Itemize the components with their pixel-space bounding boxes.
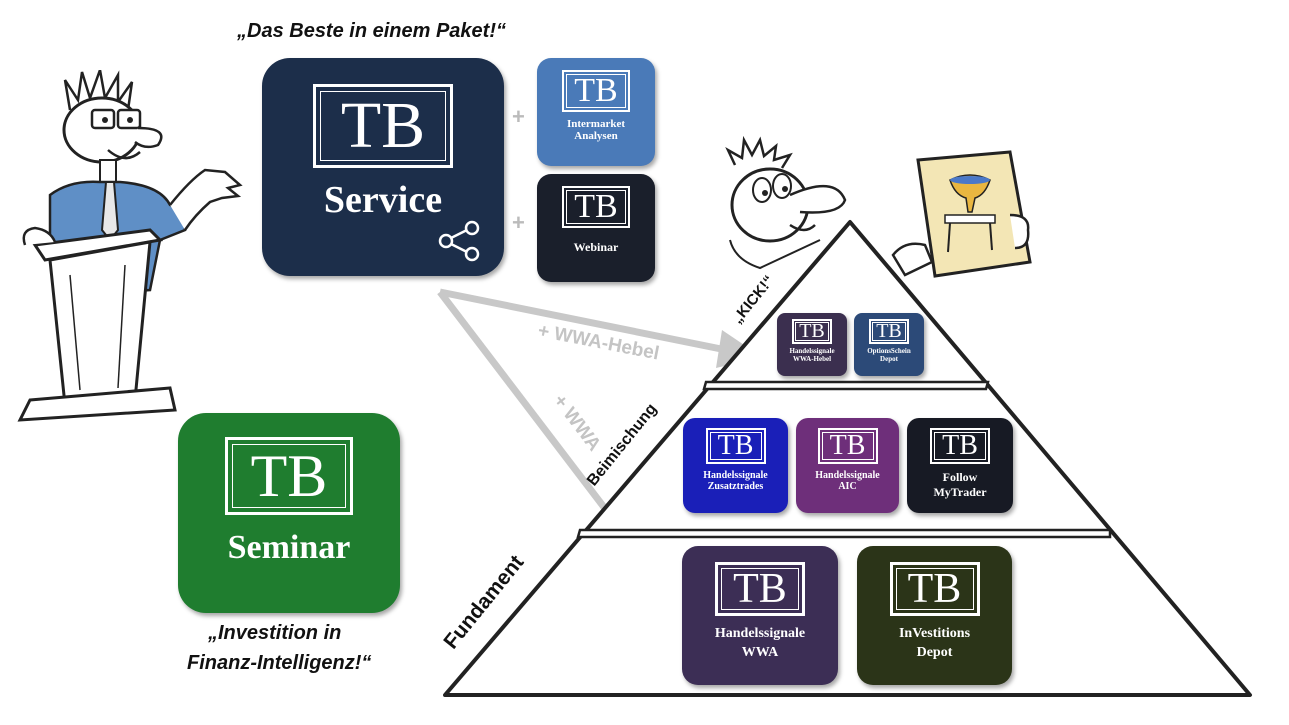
plus-sign-2: + (512, 210, 525, 235)
tb-logo: TB (225, 437, 353, 515)
tile-label-line1: Handelssignale (815, 470, 880, 481)
tb-logo: TB (715, 562, 805, 616)
presenter-illustration (17, 70, 243, 422)
addon-label-line2: Analysen (574, 130, 618, 142)
seminar-label: Seminar (227, 529, 351, 566)
pyramid-tile-investitions-depot[interactable]: TB InVestitions Depot (857, 546, 1012, 685)
slogan-bottom-line1: „Investition in (208, 622, 342, 644)
tb-logo-text: TB (934, 430, 986, 461)
tb-logo-text: TB (821, 430, 874, 461)
tb-logo: TB (869, 319, 909, 344)
tb-logo: TB (792, 319, 832, 344)
tile-label-line1: OptionsSchein (867, 347, 911, 355)
tb-logo-text: TB (566, 72, 626, 109)
share-icon (438, 220, 480, 262)
service-tile[interactable]: TB Service (262, 58, 504, 276)
tile-label-line1: Handelssignale (703, 470, 768, 481)
tile-label-line2: Depot (880, 355, 898, 363)
arrow-wwa-hebel (439, 288, 737, 356)
tb-logo: TB (817, 428, 878, 464)
addon-label-line1: Webinar (573, 240, 619, 254)
tb-logo-text: TB (872, 320, 906, 342)
addon-label-line1: Intermarket (566, 118, 626, 130)
tile-label-line2: Depot (916, 645, 953, 660)
tb-logo-text: TB (709, 430, 762, 461)
tile-label-line2: MyTrader (933, 485, 987, 499)
tile-label-line1: InVestitions (898, 626, 971, 641)
tb-logo: TB (313, 84, 453, 168)
pyramid-tile-follow-mytrader[interactable]: TB Follow MyTrader (907, 418, 1013, 513)
pyramid-tile-wwa-hebel[interactable]: TB Handelssignale WWA-Hebel (777, 313, 847, 376)
addon-tile-intermarket[interactable]: TB Intermarket Analysen (537, 58, 655, 166)
slogan-top: „Das Beste in einem Paket!“ (237, 20, 506, 42)
tb-logo: TB (562, 186, 630, 228)
seminar-tile[interactable]: TB Seminar (178, 413, 400, 613)
tb-logo: TB (705, 428, 766, 464)
tile-label-line2: WWA-Hebel (792, 355, 832, 363)
tb-logo-text: TB (320, 89, 446, 162)
tb-logo-text: TB (721, 566, 799, 612)
pyramid-tile-zusatztrades[interactable]: TB Handelssignale Zusatztrades (683, 418, 788, 513)
tb-logo: TB (562, 70, 630, 112)
tile-label-line2: WWA (741, 645, 779, 660)
tb-logo-text: TB (895, 566, 974, 612)
pyramid-divider-top (702, 380, 990, 391)
tile-label-line2: AIC (838, 481, 857, 492)
pyramid-divider-middle (576, 528, 1112, 539)
tile-label-line1: Handelssignale (714, 626, 806, 641)
tb-logo-text: TB (232, 443, 346, 509)
pyramid-tile-wwa[interactable]: TB Handelssignale WWA (682, 546, 838, 685)
tb-logo: TB (930, 428, 990, 464)
tb-logo-text: TB (795, 320, 829, 342)
pyramid-tile-optionsschein[interactable]: TB OptionsSchein Depot (854, 313, 924, 376)
slogan-bottom-line2: Finanz-Intelligenz!“ (187, 652, 372, 674)
pyramid-tile-aic[interactable]: TB Handelssignale AIC (796, 418, 899, 513)
tb-logo: TB (889, 562, 980, 616)
tile-label-line1: Handelssignale (789, 347, 835, 355)
tb-logo-text: TB (566, 188, 626, 225)
addon-tile-webinar[interactable]: TB Webinar (537, 174, 655, 282)
peeking-man-illustration (725, 135, 847, 270)
grail-picture-illustration (891, 150, 1032, 278)
tile-label-line1: Follow (942, 470, 978, 484)
plus-sign-1: + (512, 104, 525, 129)
service-label: Service (323, 179, 443, 221)
tile-label-line2: Zusatztrades (707, 481, 764, 492)
